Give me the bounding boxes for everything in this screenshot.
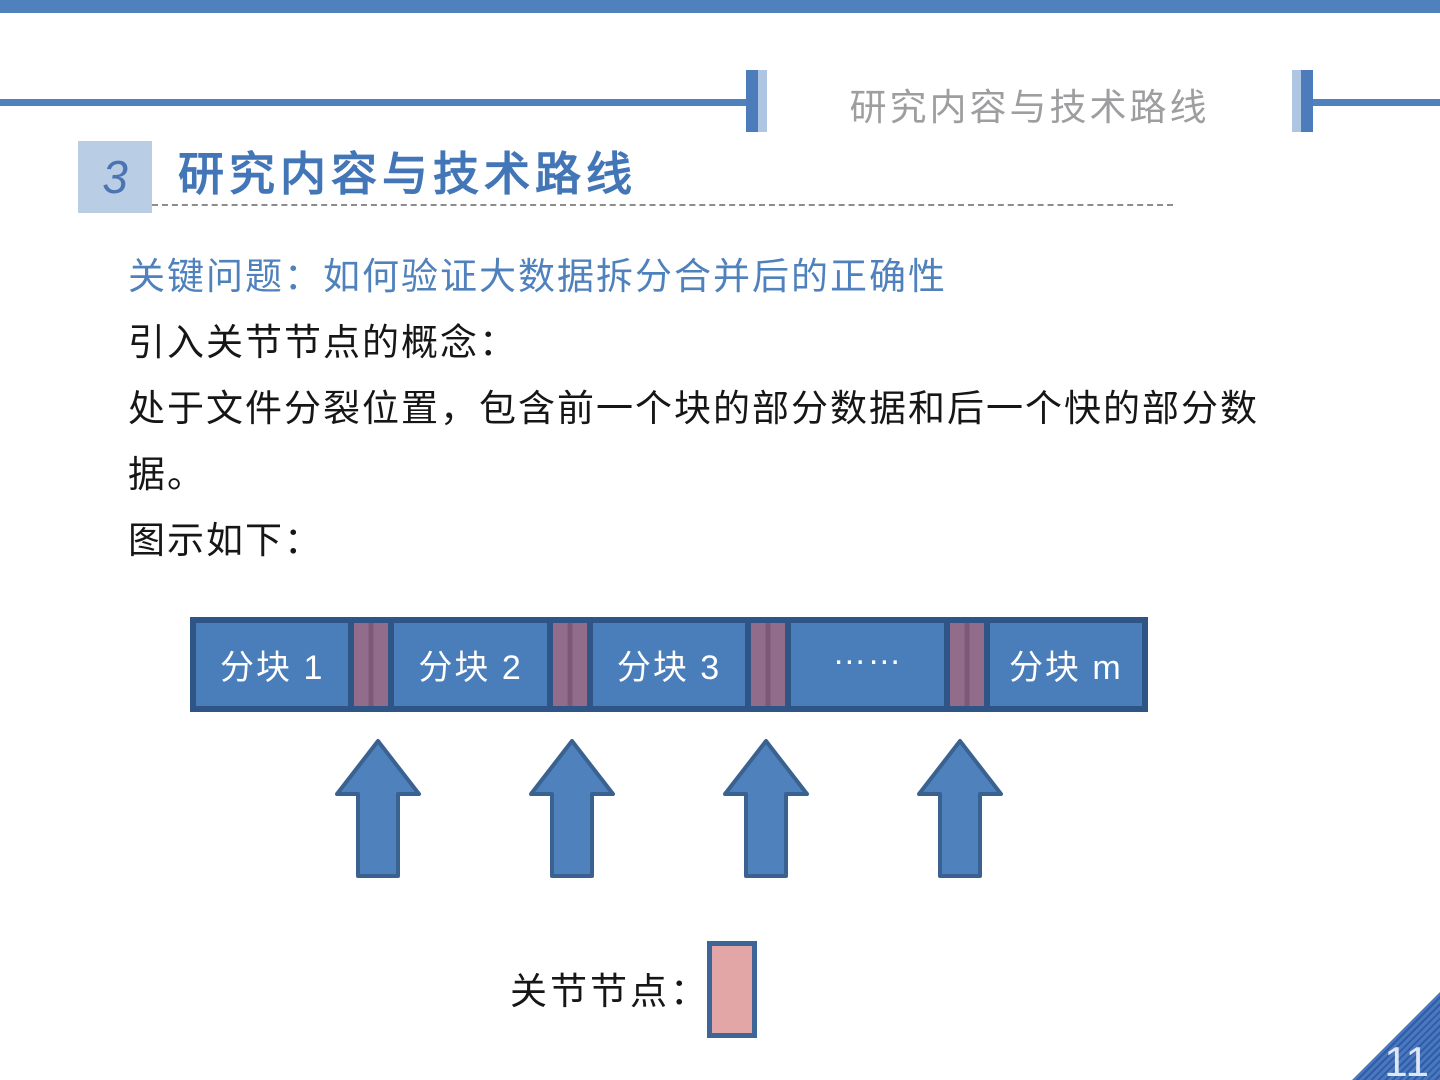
header-marker-right-light [1292,70,1301,132]
ellipsis-label: …… [832,634,903,672]
chunk-block-ellipsis: …… [791,623,944,706]
chunk-block-m: 分块 m [989,623,1143,706]
section-title-dashed-underline [152,204,1173,206]
legend-label: 关节节点： [510,971,710,1012]
up-arrow-icon [723,739,809,878]
key-question-line: 关键问题：如何验证大数据拆分合并后的正确性 [128,256,947,297]
corner-triangle: 11 [1352,992,1440,1080]
body-line: 图示如下： [128,520,323,561]
header-rule-left [0,99,746,106]
legend-joint-node-swatch [707,941,757,1038]
joint-node [354,623,389,706]
running-header-title: 研究内容与技术路线 [849,87,1210,128]
up-arrow-icon [917,739,1003,878]
header-marker-right-dark [1301,70,1313,132]
joint-node [552,623,587,706]
body-text-block: 关键问题：如何验证大数据拆分合并后的正确性 引入关节节点的概念： 处于文件分裂位… [128,244,1259,574]
page-number: 11 [1384,1038,1430,1080]
joint-node [751,623,786,706]
section-number-box: 3 [78,141,152,213]
chunk-block-3: 分块 3 [592,623,746,706]
body-line: 据。 [128,454,206,495]
chunk-bar-diagram: 分块 1 分块 2 分块 3 …… 分块 m [190,617,1148,712]
section-title: 研究内容与技术路线 [178,148,637,200]
header-marker-left-dark [746,70,758,132]
header-rule-right [1313,99,1440,106]
up-arrow-icon [529,739,615,878]
header-marker-left-light [758,70,767,132]
up-arrow-icon [335,739,421,878]
chunk-block-2: 分块 2 [394,623,547,706]
body-line: 处于文件分裂位置，包含前一个块的部分数据和后一个快的部分数 [128,388,1259,429]
joint-node [949,623,984,706]
body-line: 引入关节节点的概念： [128,322,518,363]
top-accent-bar [0,0,1440,13]
chunk-block-1: 分块 1 [196,623,349,706]
